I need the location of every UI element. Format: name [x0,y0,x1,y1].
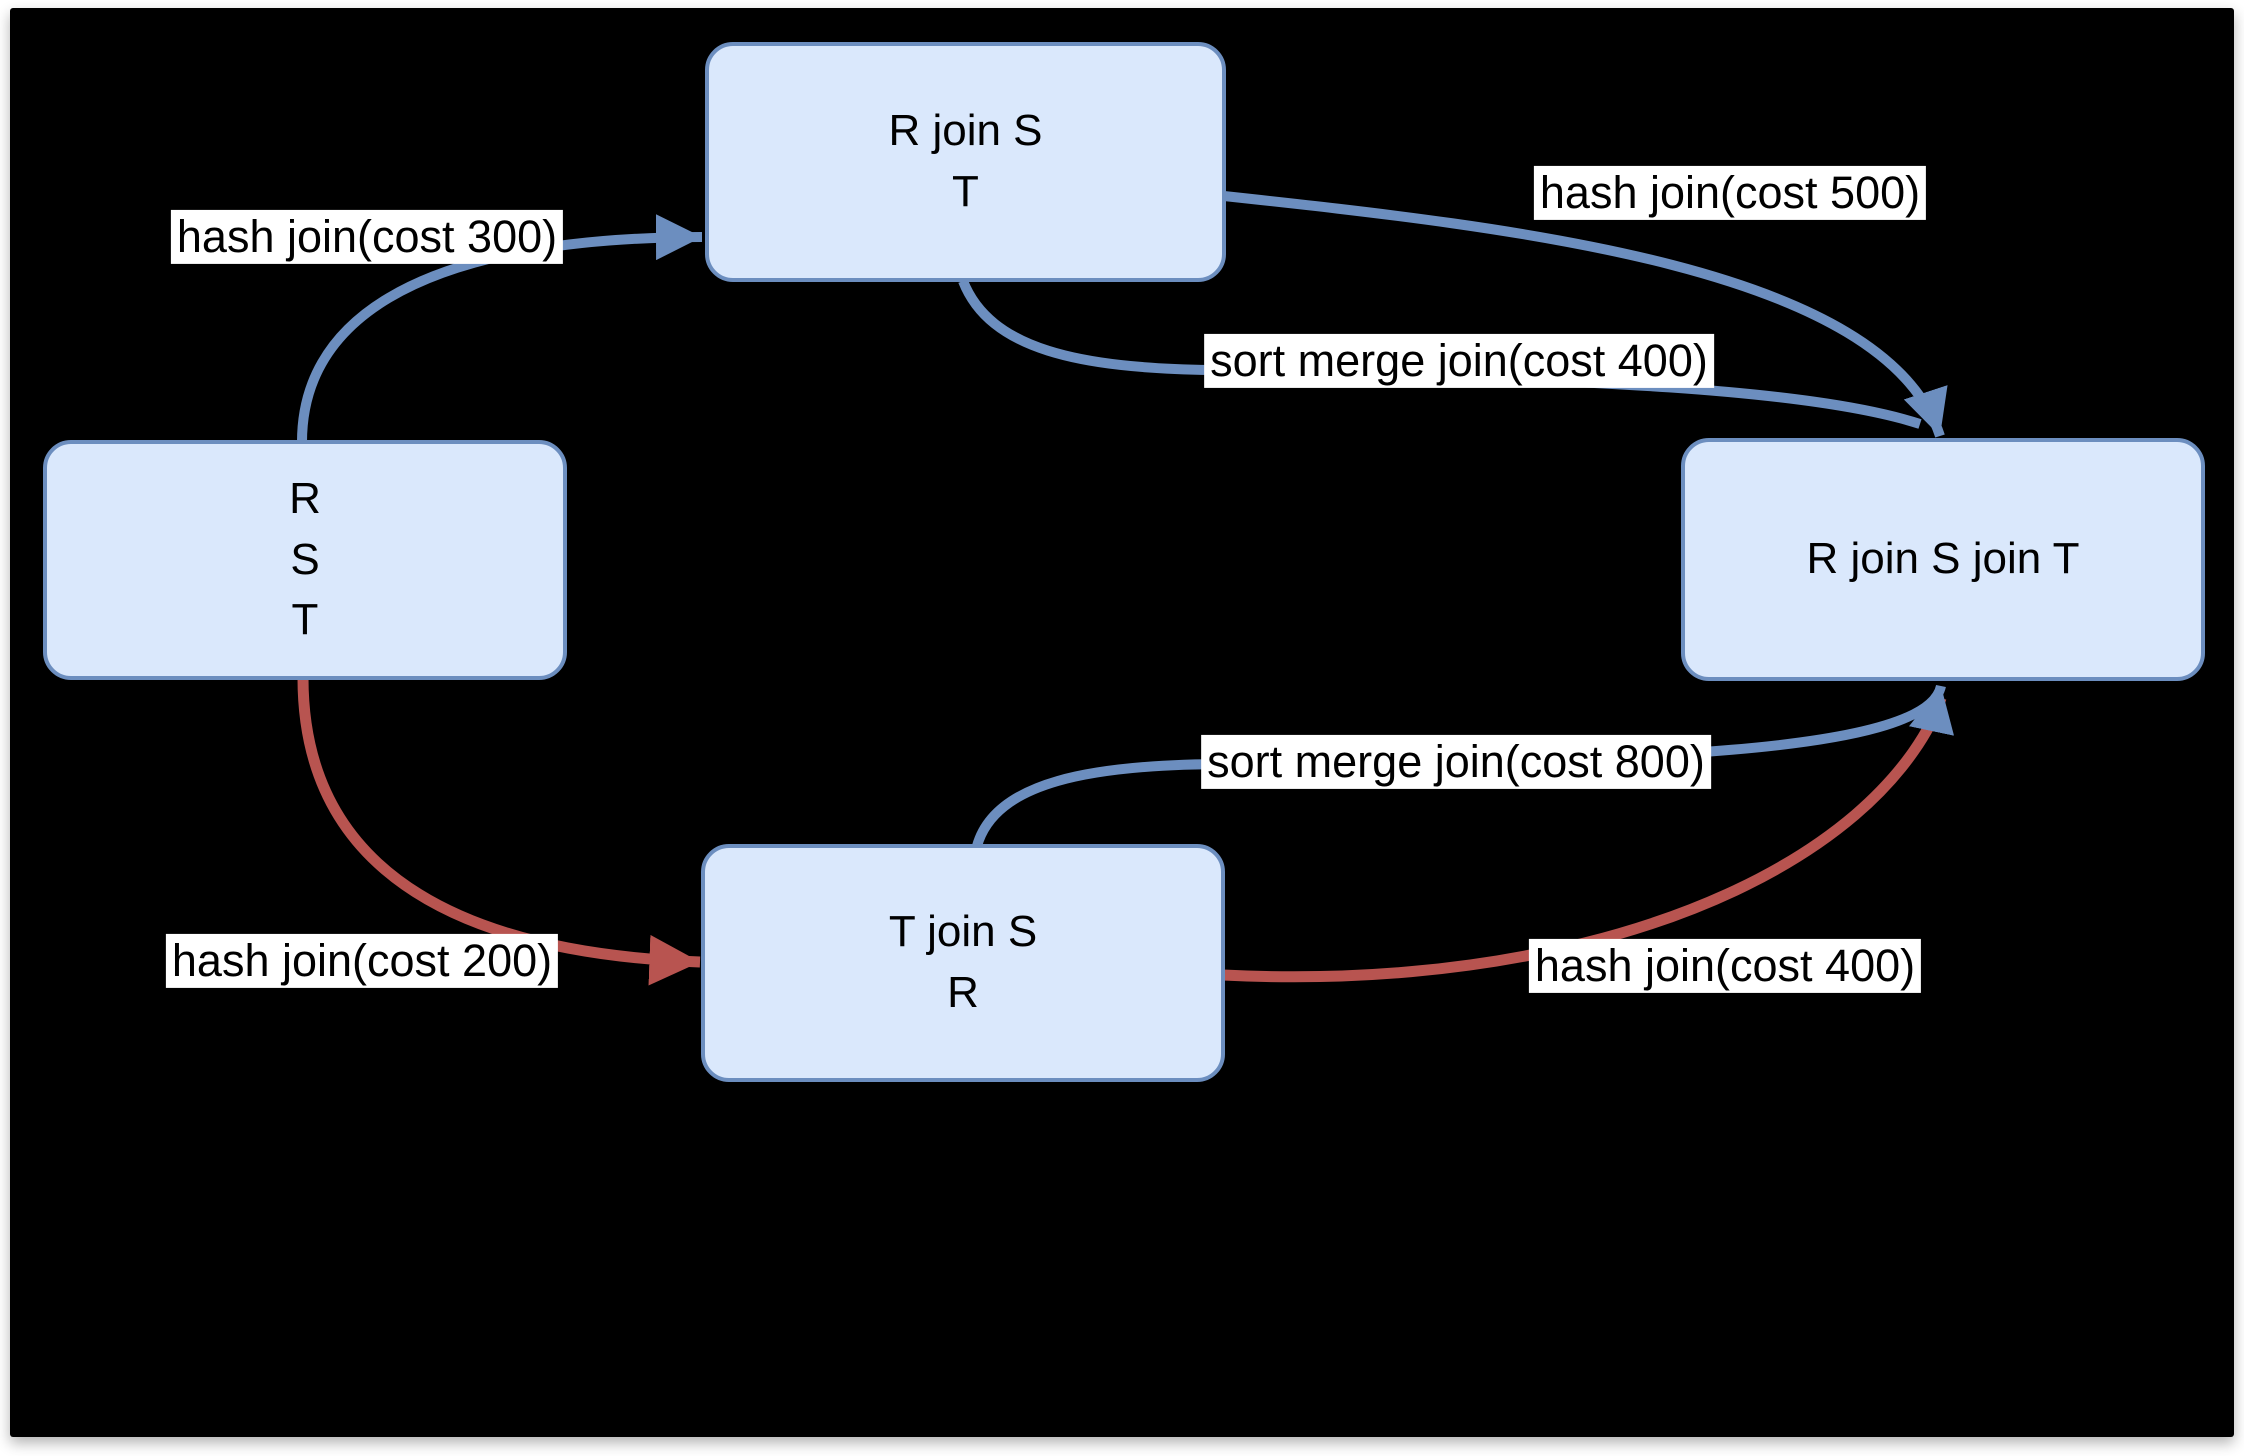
edge-hash-join-300[interactable] [297,214,703,443]
edge-label-hash-join-400[interactable]: hash join(cost 400) [1528,938,1922,994]
node-r-join-s-join-t[interactable] [1681,438,2205,681]
edge-hash-join-400[interactable] [1222,696,1947,983]
node-r-s-t[interactable] [43,440,567,680]
edge-label-hash-join-500[interactable]: hash join(cost 500) [1533,165,1927,221]
edge-label-sort-merge-join-800[interactable]: sort merge join(cost 800) [1201,734,1711,790]
edge-hash-join-500[interactable] [1223,191,1948,438]
edge-label-hash-join-300[interactable]: hash join(cost 300) [170,209,564,265]
node-r-join-s-t[interactable] [705,42,1226,282]
edge-label-hash-join-200[interactable]: hash join(cost 200) [165,933,559,989]
edge-label-sort-merge-join-400[interactable]: sort merge join(cost 400) [1204,333,1714,389]
node-t-join-s-r[interactable] [701,844,1225,1082]
edge-hash-join-200[interactable] [297,677,701,986]
